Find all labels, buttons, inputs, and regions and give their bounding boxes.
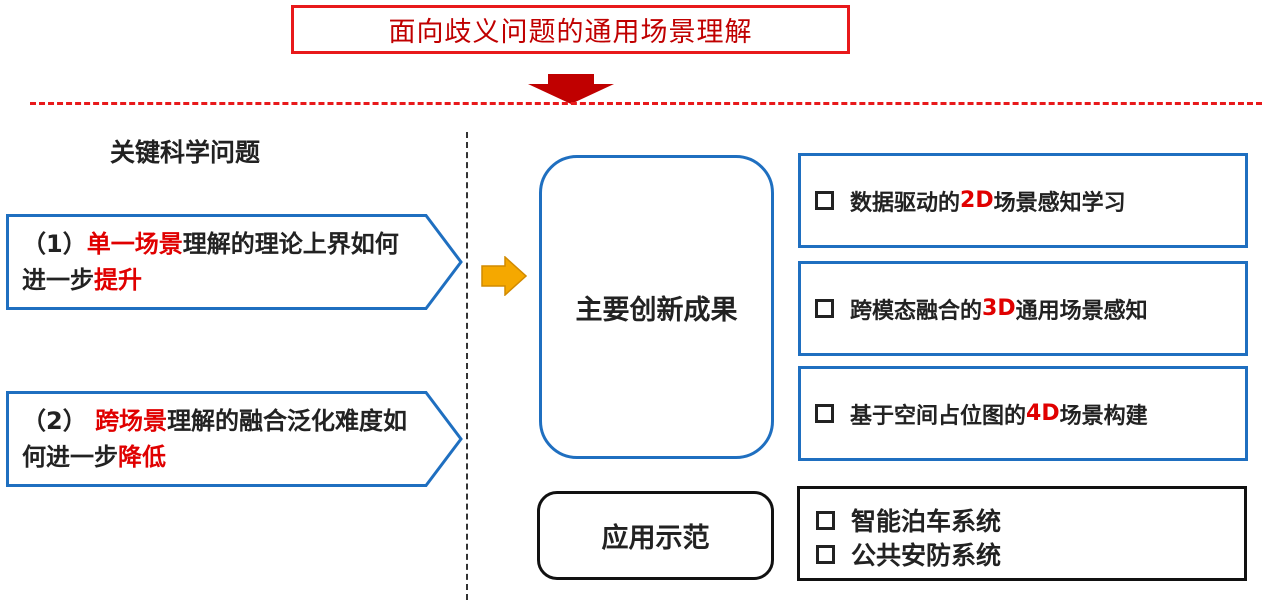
main-results-label: 主要创新成果 (575, 294, 738, 326)
checkbox-icon (816, 510, 835, 530)
checkbox-icon (815, 191, 834, 210)
vertical-dashed-divider (466, 132, 468, 600)
down-arrow-icon (528, 74, 614, 104)
key-questions-heading: 关键科学问题 (110, 138, 261, 167)
application-item: 公共安防系统 (816, 537, 1244, 571)
pentagon-shape (6, 214, 463, 310)
right-arrow-icon (481, 256, 527, 296)
application-box: 应用示范 (537, 491, 774, 580)
checkbox-icon (815, 299, 834, 318)
dashed-divider (30, 102, 1262, 105)
question-2-box: （2） 跨场景理解的融合泛化难度如何进一步降低 (6, 391, 463, 487)
checkbox-icon (815, 404, 834, 423)
title-text: 面向歧义问题的通用场景理解 (388, 17, 753, 48)
pentagon-shape (6, 391, 463, 487)
application-label: 应用示范 (601, 523, 710, 554)
checkbox-icon (816, 544, 835, 564)
title-box: 面向歧义问题的通用场景理解 (291, 5, 850, 54)
question-2-text: （2） 跨场景理解的融合泛化难度如何进一步降低 (22, 407, 408, 471)
main-results-box: 主要创新成果 (539, 155, 774, 459)
application-item: 智能泊车系统 (816, 503, 1244, 537)
application-list: 智能泊车系统 公共安防系统 (797, 486, 1247, 581)
question-1-box: （1）单一场景理解的理论上界如何进一步提升 (6, 214, 463, 310)
question-1-text: （1）单一场景理解的理论上界如何进一步提升 (22, 230, 399, 294)
